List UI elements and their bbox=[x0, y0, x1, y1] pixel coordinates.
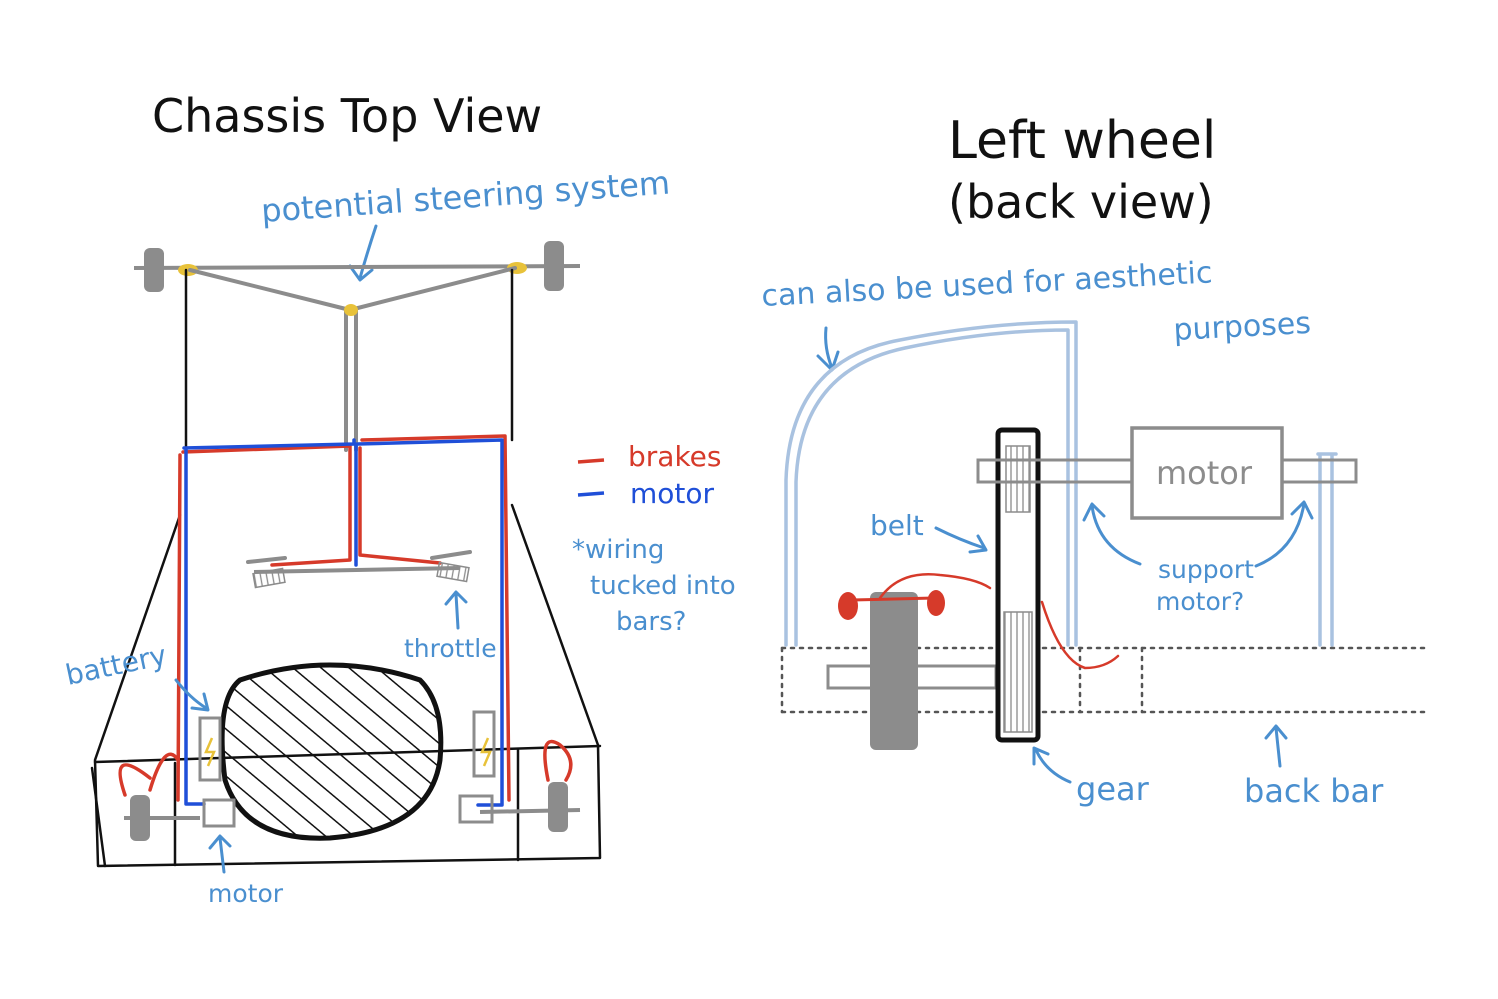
motor-box-label: motor bbox=[1156, 454, 1253, 492]
wheel-gear bbox=[1003, 611, 1033, 733]
aesthetic-arrow bbox=[816, 326, 840, 372]
steering-note: potential steering system bbox=[260, 164, 671, 230]
throttle-grip bbox=[436, 561, 470, 583]
gear-label: gear bbox=[1076, 770, 1150, 808]
wiring-note-3: bars? bbox=[616, 607, 686, 637]
support-arrow-left bbox=[1082, 502, 1142, 566]
belt-assembly bbox=[995, 427, 1041, 743]
steering-linkage bbox=[188, 266, 517, 452]
wheel-title-2: (back view) bbox=[948, 175, 1214, 229]
rear-left-drive bbox=[124, 795, 236, 841]
throttle-arrow bbox=[444, 590, 468, 630]
motor-box bbox=[1130, 426, 1284, 520]
brake-caliper bbox=[838, 573, 1120, 670]
battery-left bbox=[198, 716, 222, 782]
chassis-title: Chassis Top View bbox=[152, 89, 542, 143]
left-grip bbox=[252, 567, 286, 589]
support-note-2: motor? bbox=[1156, 587, 1244, 616]
wiring-note-1: *wiring bbox=[572, 535, 664, 565]
wiring-note-2: tucked into bbox=[590, 571, 736, 601]
aesthetic-note-1: can also be used for aesthetic bbox=[761, 255, 1214, 314]
belt-label: belt bbox=[870, 509, 924, 542]
belt-arrow bbox=[934, 526, 988, 554]
rear-right-wheel bbox=[548, 782, 568, 832]
back-bar-arrow bbox=[1264, 724, 1288, 768]
wiring-legend: brakes motor bbox=[577, 440, 721, 510]
gear-arrow bbox=[1032, 746, 1072, 784]
rear-wheel bbox=[870, 592, 918, 750]
rear-left-wheel bbox=[130, 795, 150, 841]
handlebar bbox=[246, 550, 472, 589]
left-wheel-back-view: Left wheel (back view) can also be used … bbox=[761, 111, 1426, 810]
brake-wiring bbox=[118, 434, 573, 802]
legend-motor: motor bbox=[630, 477, 715, 510]
throttle-label: throttle bbox=[404, 634, 497, 663]
motor-label: motor bbox=[208, 879, 284, 908]
back-bar-label: back bar bbox=[1244, 772, 1384, 810]
steering-arrow bbox=[348, 224, 378, 282]
support-arrow-right bbox=[1254, 500, 1314, 568]
motor-wiring bbox=[182, 438, 504, 807]
chassis-top-view: Chassis Top View potential steering syst… bbox=[63, 89, 736, 908]
battery-arrow bbox=[174, 678, 210, 712]
rear-right-drive bbox=[458, 782, 581, 832]
support-note-1: support bbox=[1158, 555, 1254, 584]
battery-right bbox=[472, 710, 496, 778]
aesthetic-note-2: purposes bbox=[1173, 306, 1312, 348]
front-left-wheel bbox=[144, 248, 164, 292]
seat bbox=[219, 662, 444, 841]
fender-arch bbox=[784, 320, 1338, 647]
front-right-wheel bbox=[544, 241, 564, 291]
front-axle bbox=[133, 241, 581, 292]
front-frame bbox=[184, 268, 514, 452]
motor-gear bbox=[1005, 445, 1031, 513]
legend-brakes: brakes bbox=[628, 440, 721, 473]
motor-arrow bbox=[208, 834, 232, 874]
wheel-title-1: Left wheel bbox=[948, 111, 1216, 171]
right-motor bbox=[458, 794, 494, 824]
left-motor bbox=[202, 798, 236, 828]
motor-assembly: motor bbox=[976, 426, 1358, 520]
battery-label: battery bbox=[63, 638, 170, 692]
